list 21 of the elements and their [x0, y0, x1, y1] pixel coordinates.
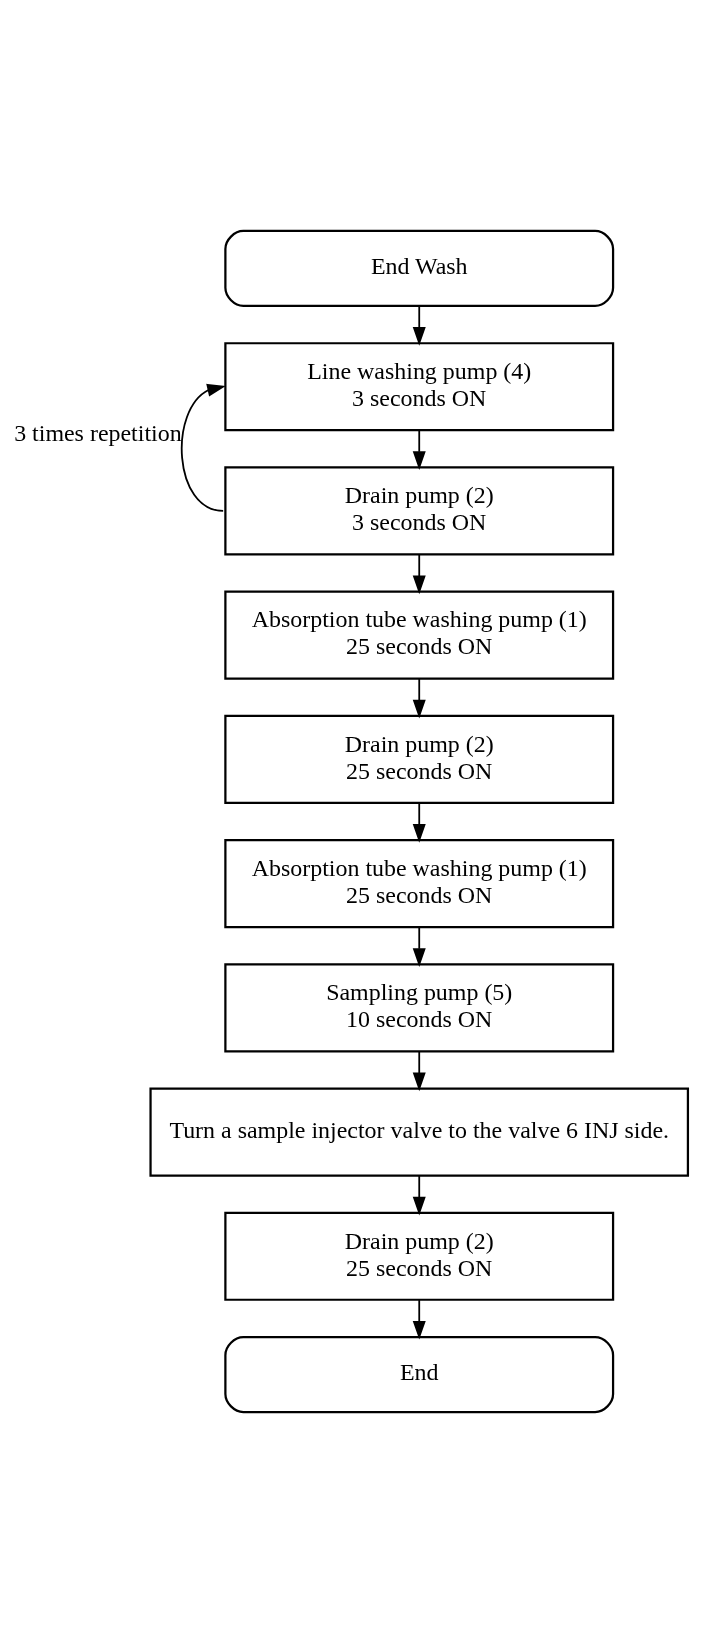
- arrow: [412, 304, 426, 346]
- node-box: Sampling pump (5) 10 seconds ON: [224, 962, 615, 1052]
- arrow: [412, 926, 426, 967]
- node-box: Drain pump (2) 25 seconds ON: [224, 1211, 615, 1301]
- arrow: [412, 801, 426, 843]
- arrow: [412, 1050, 426, 1091]
- arrow: [412, 429, 426, 470]
- node-box: Absorption tube washing pump (1) 25 seconds ON: [224, 838, 615, 928]
- node-box: Turn a sample injector valve to the valve 6 INJ side.: [149, 1087, 690, 1177]
- node-box: End: [224, 1335, 615, 1413]
- edge-label: 3 times repetition: [14, 419, 182, 446]
- node-box: Drain pump (2) 25 seconds ON: [224, 714, 615, 804]
- arrow: [180, 383, 226, 512]
- arrow: [412, 553, 426, 594]
- node-box: Absorption tube washing pump (1) 25 seconds ON: [224, 590, 615, 680]
- node-box: Drain pump (2) 3 seconds ON: [224, 465, 615, 555]
- node-box: Line washing pump (4) 3 seconds ON: [224, 341, 615, 431]
- arrow: [412, 1298, 426, 1340]
- arrow: [412, 1174, 426, 1215]
- node-box: End Wash: [224, 229, 615, 307]
- arrow: [412, 677, 426, 718]
